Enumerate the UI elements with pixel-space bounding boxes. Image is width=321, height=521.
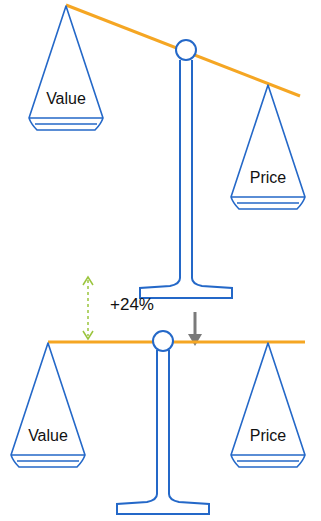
- scale-pan: Value: [27, 5, 105, 134]
- scale-pan: Value: [9, 342, 87, 471]
- pan-label: Value: [27, 90, 105, 108]
- increase-arrow: [87, 280, 89, 336]
- scale-pan: Price: [229, 342, 307, 471]
- increase-arrow-head: [83, 331, 93, 339]
- scale-pan: [27, 5, 105, 134]
- scale-beam: [48, 341, 305, 344]
- increase-arrow-head: [83, 277, 93, 285]
- scale-pan: [229, 342, 307, 471]
- down-arrow-head: [188, 334, 202, 346]
- scale-stand: [117, 350, 209, 514]
- down-arrow: [194, 312, 197, 336]
- scale-pan: Price: [229, 84, 307, 213]
- pan-label: Price: [229, 427, 307, 445]
- scale-pan: [9, 342, 87, 471]
- pan-label: Price: [229, 169, 307, 187]
- percent-label: +24%: [110, 295, 154, 315]
- scale-pivot: [176, 40, 196, 60]
- scale-beam: [66, 5, 300, 96]
- scale-pivot: [153, 331, 173, 351]
- scale-stand: [140, 60, 232, 298]
- pan-label: Value: [9, 427, 87, 445]
- scale-pan: [229, 84, 307, 213]
